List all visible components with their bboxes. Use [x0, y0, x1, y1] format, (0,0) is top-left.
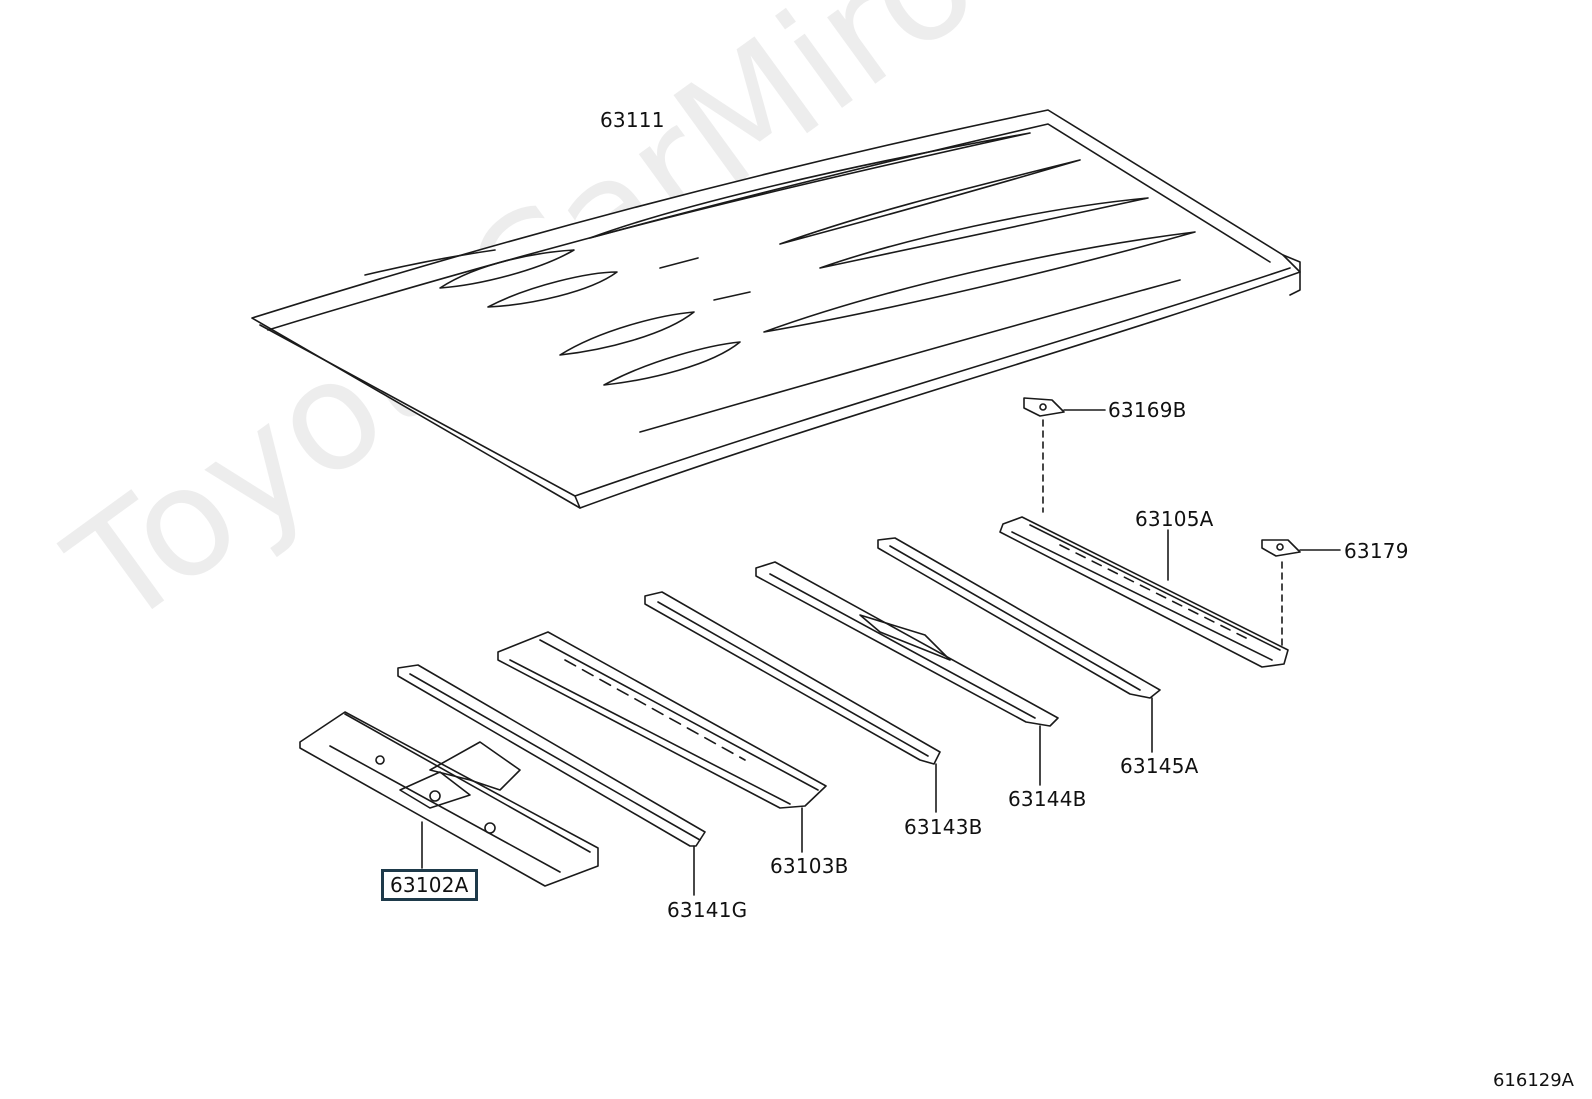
panel-63102a-drawing[interactable]	[299, 711, 599, 887]
washer-63169b-drawing[interactable]	[1023, 397, 1106, 513]
part-label-63143b[interactable]: 63143B	[904, 815, 983, 839]
part-label-63111[interactable]: 63111	[600, 108, 665, 132]
part-label-63102a[interactable]: 63102A	[381, 869, 478, 901]
bow-63143b-drawing[interactable]	[644, 591, 941, 813]
bow-63144b-drawing[interactable]	[755, 561, 1059, 786]
part-label-63145a[interactable]: 63145A	[1120, 754, 1199, 778]
roof-panel-drawing[interactable]	[251, 109, 1301, 509]
rail-63105a-drawing[interactable]	[999, 516, 1289, 668]
part-label-63144b[interactable]: 63144B	[1008, 787, 1087, 811]
bow-63141g-drawing[interactable]	[397, 664, 706, 896]
diagram-reference-code: 616129A	[1492, 1070, 1574, 1091]
washer-63179-drawing[interactable]	[1261, 539, 1341, 649]
part-label-63179[interactable]: 63179	[1344, 539, 1409, 563]
bow-63145a-drawing[interactable]	[877, 537, 1161, 753]
part-label-63141g[interactable]: 63141G	[667, 898, 748, 922]
part-label-63105a[interactable]: 63105A	[1135, 507, 1214, 531]
part-label-63169b[interactable]: 63169B	[1108, 398, 1187, 422]
rail-63103b-drawing[interactable]	[497, 631, 827, 853]
part-label-63103b[interactable]: 63103B	[770, 854, 849, 878]
